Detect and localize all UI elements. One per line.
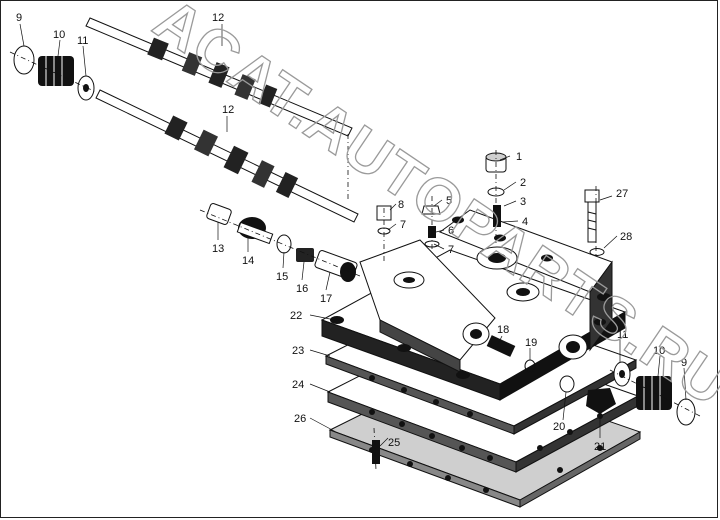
callout-26: 26: [294, 413, 306, 425]
small-parts-13-17: [206, 203, 358, 282]
callout-24: 24: [292, 379, 304, 391]
callout-16: 16: [296, 283, 308, 295]
callout-15: 15: [276, 271, 288, 283]
plate-holes: [369, 375, 603, 493]
callout-11-right: 11: [617, 329, 628, 341]
callout-9-right: 9: [681, 357, 687, 369]
callout-18: 18: [497, 324, 509, 336]
callout-labels: 1 2 3 4 5 6 7 7 8 9 9 10 10 11 11 12 12 …: [16, 12, 687, 453]
leader-lines: [19, 23, 687, 447]
callout-14: 14: [242, 255, 254, 267]
callout-13: 13: [212, 243, 224, 255]
callout-22: 22: [290, 310, 302, 322]
parts-18-21-25: [372, 335, 616, 464]
callout-25: 25: [388, 437, 400, 449]
valve-body-22: [320, 209, 627, 401]
bolt-27: [584, 189, 605, 256]
axis-lines: [9, 51, 701, 471]
callout-9-left: 9: [16, 12, 22, 24]
callout-21: 21: [594, 441, 606, 453]
callout-28: 28: [620, 231, 632, 243]
callout-10-right: 10: [653, 345, 665, 357]
callout-23: 23: [292, 345, 304, 357]
callout-7a: 7: [400, 219, 406, 231]
callout-10-left: 10: [53, 29, 65, 41]
callout-12-lower: 12: [222, 104, 234, 116]
callout-17: 17: [320, 293, 332, 305]
callout-2: 2: [520, 177, 526, 189]
callout-11-left: 11: [77, 35, 88, 47]
callout-5: 5: [446, 195, 452, 207]
callout-3: 3: [520, 196, 526, 208]
callout-27: 27: [616, 188, 628, 200]
callout-8: 8: [398, 199, 404, 211]
callout-4: 4: [522, 216, 528, 228]
left-end-parts: [13, 45, 95, 101]
callout-1: 1: [516, 151, 522, 163]
callout-12-upper: 12: [212, 12, 224, 24]
spool-lower-12: [95, 89, 359, 223]
callout-19: 19: [525, 337, 537, 349]
callout-20: 20: [553, 421, 565, 433]
callout-7b: 7: [448, 244, 454, 256]
callout-6: 6: [448, 225, 454, 237]
spool-upper-12: [85, 17, 353, 137]
